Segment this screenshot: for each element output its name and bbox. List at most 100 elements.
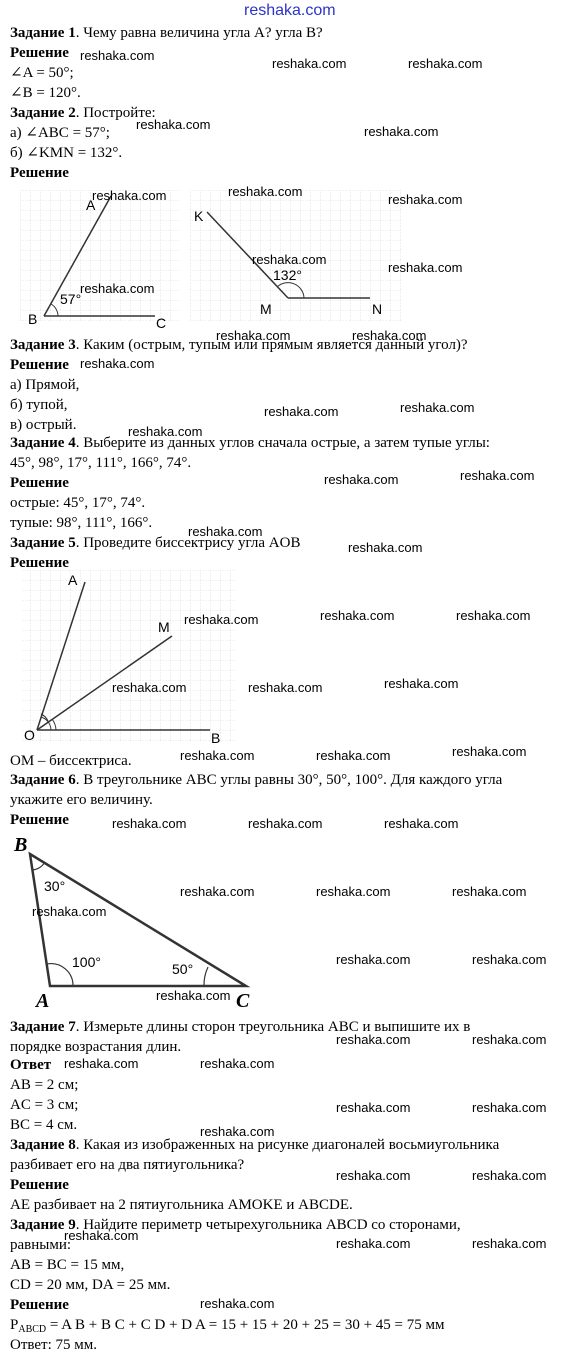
watermark: reshaka.com (316, 748, 391, 763)
watermark: reshaka.com (64, 1228, 139, 1243)
task7-line2: AC = 3 см; (10, 1097, 79, 1113)
task3-solution-label: Решение (10, 357, 69, 373)
watermark: reshaka.com (472, 1100, 547, 1115)
watermark: reshaka.com (456, 608, 531, 623)
task7-question-line2: порядке возрастания длин. (10, 1039, 182, 1055)
task7-line1: AB = 2 см; (10, 1077, 79, 1093)
task9-solution-label: Решение (10, 1297, 69, 1313)
watermark: reshaka.com (264, 404, 339, 419)
watermark: reshaka.com (324, 472, 399, 487)
task6-question-line2: укажите его величину. (10, 792, 153, 808)
fig5-label-o: O (24, 727, 35, 743)
watermark: reshaka.com (216, 328, 291, 343)
task9-line1: AB = BC = 15 мм, (10, 1257, 125, 1273)
task8-question-line1: Задание 8. Какая из изображенных на рису… (10, 1137, 500, 1153)
fig5-label-b: B (211, 730, 220, 746)
task2-solution-label: Решение (10, 165, 69, 181)
fig6-label-c: C (236, 990, 250, 1012)
task5-solution-label: Решение (10, 555, 69, 571)
site-header[interactable]: reshaka.com (244, 2, 336, 19)
task5-answer: OM – биссектриса. (10, 753, 132, 769)
watermark: reshaka.com (188, 524, 263, 539)
task1-solution-label: Решение (10, 45, 69, 61)
watermark: reshaka.com (180, 748, 255, 763)
watermark: reshaka.com (316, 884, 391, 899)
watermark: reshaka.com (336, 1236, 411, 1251)
fig2-angle: 132° (273, 267, 302, 283)
fig6-label-b: B (13, 834, 27, 856)
watermark: reshaka.com (128, 424, 203, 439)
watermark: reshaka.com (64, 1056, 139, 1071)
task3-question: Задание 3. Каким (острым, тупым или прям… (10, 337, 468, 353)
task1-line1: ∠A = 50°; (10, 65, 74, 81)
task4-list: 45°, 98°, 17°, 111°, 166°, 74°. (10, 455, 192, 471)
watermark: reshaka.com (180, 884, 255, 899)
task3-line-b: б) тупой, (10, 397, 68, 413)
watermark: reshaka.com (388, 260, 463, 275)
fig2-label-k: K (194, 208, 204, 224)
watermark: reshaka.com (472, 952, 547, 967)
fig1-label-a: A (86, 197, 96, 213)
watermark: reshaka.com (336, 1032, 411, 1047)
watermark: reshaka.com (320, 608, 395, 623)
task4-solution-label: Решение (10, 475, 69, 491)
watermark: reshaka.com (228, 184, 303, 199)
task8-solution-label: Решение (10, 1177, 69, 1193)
task2-line-b: б) ∠KMN = 132°. (10, 145, 123, 161)
watermark: reshaka.com (336, 952, 411, 967)
fig5-label-m: M (158, 619, 170, 635)
watermark: reshaka.com (384, 676, 459, 691)
task2-question: Задание 2. Постройте: (10, 105, 156, 121)
task7-answer-label: Ответ (10, 1057, 52, 1073)
fig2-label-m: M (260, 301, 272, 317)
task4-acute: острые: 45°, 17°, 74°. (10, 495, 146, 511)
watermark: reshaka.com (200, 1056, 275, 1071)
task4-question: Задание 4. Выберите из данных углов снач… (10, 435, 490, 451)
task9-line2: CD = 20 мм, DA = 25 мм. (10, 1277, 171, 1293)
watermark: reshaka.com (388, 192, 463, 207)
watermark: reshaka.com (472, 1236, 547, 1251)
task6-figure: B A C 30° 100° 50° (13, 834, 251, 1012)
watermark: reshaka.com (352, 328, 427, 343)
watermark: reshaka.com (92, 188, 167, 203)
task6-question-line1: Задание 6. В треугольнике ABC углы равны… (10, 772, 503, 788)
task8-answer: AE разбивает на 2 пятиугольника AMOKE и … (10, 1197, 353, 1213)
watermark: reshaka.com (136, 117, 211, 132)
task9-formula: PABCD = A B + B C + C D + D A = 15 + 15 … (10, 1317, 445, 1335)
task9-question-line2: равными: (10, 1237, 72, 1253)
watermark: reshaka.com (184, 612, 259, 627)
watermark: reshaka.com (248, 816, 323, 831)
task4-obtuse: тупые: 98°, 111°, 166°. (10, 515, 153, 531)
watermark: reshaka.com (364, 124, 439, 139)
watermark: reshaka.com (472, 1032, 547, 1047)
watermark: reshaka.com (80, 48, 155, 63)
task7-question-line1: Задание 7. Измерьте длины сторон треугол… (10, 1019, 471, 1035)
task2-figure-kmn: K M N 132° (190, 190, 402, 322)
fig2-label-n: N (372, 301, 382, 317)
task7-line3: BC = 4 см. (10, 1117, 78, 1133)
fig1-angle: 57° (60, 291, 81, 307)
watermark: reshaka.com (248, 680, 323, 695)
task2-figure-abc: A B C 57° (20, 190, 180, 331)
watermark: reshaka.com (460, 468, 535, 483)
watermark: reshaka.com (252, 252, 327, 267)
task1-question: Задание 1. Чему равна величина угла A? у… (10, 25, 323, 41)
watermark: reshaka.com (336, 1168, 411, 1183)
task9-question-line1: Задание 9. Найдите периметр четырехуголь… (10, 1217, 461, 1233)
fig6-angle-c: 50° (172, 961, 193, 977)
fig1-label-c: C (156, 315, 166, 331)
task5-question: Задание 5. Проведите биссектрису угла AO… (10, 535, 301, 551)
watermark: reshaka.com (348, 540, 423, 555)
watermark: reshaka.com (336, 1100, 411, 1115)
watermark: reshaka.com (452, 884, 527, 899)
watermark: reshaka.com (408, 56, 483, 71)
watermark: reshaka.com (156, 988, 231, 1003)
watermark: reshaka.com (472, 1168, 547, 1183)
watermark: reshaka.com (384, 816, 459, 831)
watermark: reshaka.com (272, 56, 347, 71)
fig5-label-a: A (68, 572, 78, 588)
fig6-angle-b: 30° (44, 878, 65, 894)
task3-line-c: в) острый. (10, 417, 77, 433)
watermark: reshaka.com (80, 356, 155, 371)
